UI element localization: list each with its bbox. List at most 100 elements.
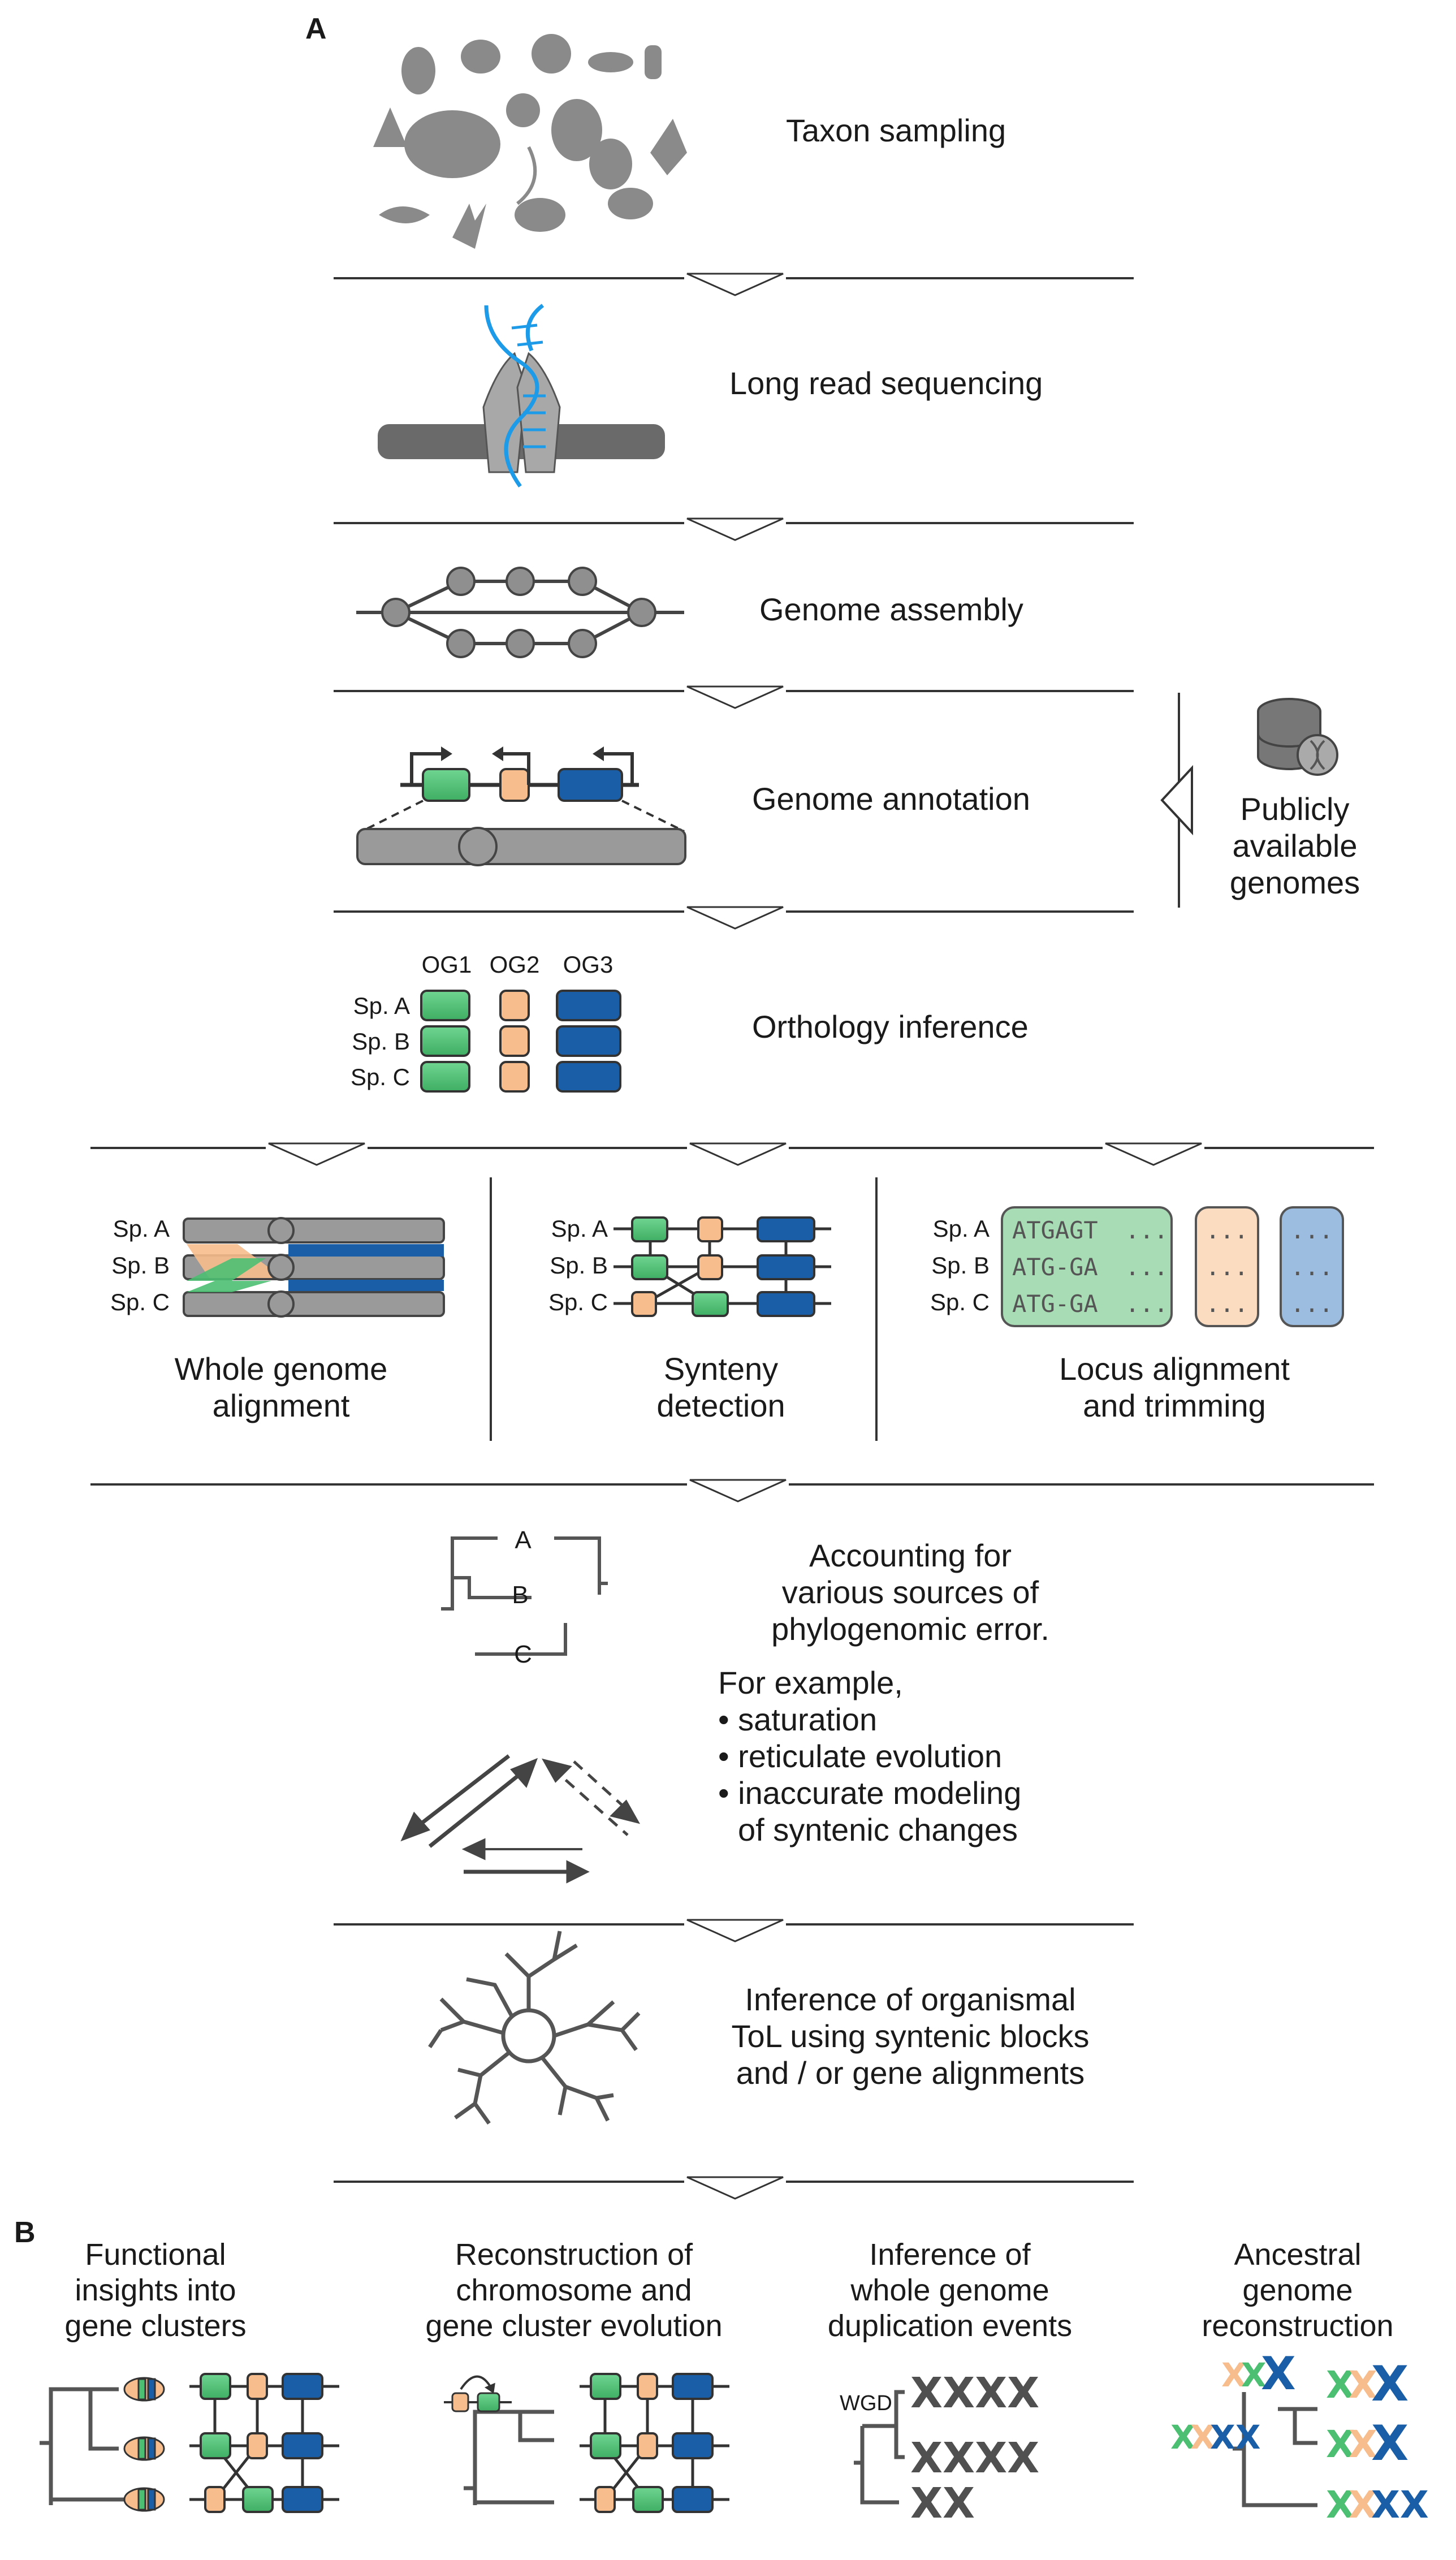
outcome-2-line2: chromosome and <box>456 2273 692 2307</box>
synteny-icon: Sp. A Sp. B Sp. C <box>548 1215 831 1317</box>
chromosome-icon: X <box>1221 2356 1247 2394</box>
species-label-c: Sp. C <box>351 1064 410 1090</box>
genome-annotation-icon <box>356 746 686 866</box>
chromosome-icon: XX <box>1210 2418 1260 2457</box>
outcome-1-line1: Functional <box>85 2238 226 2272</box>
error-example-3: • inaccurate modeling <box>718 1775 1021 1811</box>
chromosome-set-icon: XXXX <box>910 2369 1039 2417</box>
tree-taxon-b: B <box>512 1581 528 1609</box>
orthogroup-labels: OG1 OG2 OG3 <box>422 951 613 978</box>
seq-ellipsis: ... <box>1125 1216 1168 1244</box>
wga-species-b: Sp. B <box>111 1252 170 1279</box>
assembly-graph-icon <box>356 567 684 658</box>
method-synteny-line1: Synteny <box>664 1351 778 1387</box>
outcome-1-line2: insights into <box>75 2273 236 2307</box>
tree-abc-icon <box>441 1536 608 1656</box>
chromosome-set-icon: XXXX <box>910 2434 1039 2483</box>
chromosome-evolution-icon <box>444 2373 729 2513</box>
public-genomes-line1: Publicly <box>1241 791 1350 827</box>
method-wga-line1: Whole genome <box>175 1351 388 1387</box>
wga-species-a: Sp. A <box>113 1215 170 1242</box>
chromosome-icon: X <box>1261 2347 1296 2400</box>
chromosome-icon: XX <box>1371 2483 1429 2527</box>
syn-species-c: Sp. C <box>548 1289 608 1315</box>
outcome-3-line2: whole genome <box>850 2273 1049 2307</box>
outcome-4-line3: reconstruction <box>1202 2309 1393 2343</box>
og1-label: OG1 <box>422 951 472 978</box>
tree-taxon-a: A <box>515 1526 532 1554</box>
public-genomes-line3: genomes <box>1230 865 1360 900</box>
divider-three-way <box>90 1142 1374 1166</box>
divider <box>334 1919 1134 1942</box>
outcome-4-line2: genome <box>1242 2273 1353 2307</box>
chromosome-icon: X <box>1326 2483 1355 2527</box>
seq-ellipsis: ... <box>1290 1216 1333 1244</box>
seq-c: ATG-GA <box>1012 1290 1098 1318</box>
loc-species-b: Sp. B <box>931 1252 990 1279</box>
error-title-line1: Accounting for <box>809 1538 1012 1573</box>
og2-label: OG2 <box>490 951 540 978</box>
error-example-intro: For example, <box>718 1665 903 1700</box>
loc-species-a: Sp. A <box>933 1215 990 1242</box>
chromosome-icon: X <box>1326 2363 1355 2407</box>
locus-alignment-icon: Sp. A Sp. B Sp. C ATGAGT ATG-GA ATG-GA .… <box>930 1206 1344 1327</box>
seq-b: ATG-GA <box>1012 1253 1098 1281</box>
seq-ellipsis: ... <box>1290 1253 1333 1281</box>
species-label-a: Sp. A <box>353 992 410 1019</box>
step-genome-annotation: Genome annotation <box>752 781 1030 817</box>
wgd-label: WGD <box>840 2391 892 2415</box>
step-genome-assembly: Genome assembly <box>759 592 1023 627</box>
tol-line1: Inference of organismal <box>745 1981 1075 2017</box>
divider <box>334 273 1134 296</box>
panel-label-b: B <box>14 2216 36 2249</box>
divider <box>90 1479 1374 1503</box>
divider <box>334 685 1134 709</box>
seq-ellipsis: ... <box>1206 1216 1248 1244</box>
step-long-read-sequencing: Long read sequencing <box>729 365 1043 401</box>
chromosome-icon: X <box>1371 2415 1409 2472</box>
wga-species-c: Sp. C <box>110 1289 170 1315</box>
loc-species-c: Sp. C <box>930 1289 990 1315</box>
orthology-matrix: Sp. A Sp. B Sp. C <box>351 990 621 1093</box>
outcome-3-line1: Inference of <box>869 2238 1031 2272</box>
whole-genome-alignment-icon: Sp. A Sp. B Sp. C <box>110 1215 445 1318</box>
error-arrows-icon <box>400 1754 641 1884</box>
syn-species-b: Sp. B <box>550 1252 608 1279</box>
tol-line2: ToL using syntenic blocks <box>732 2018 1090 2054</box>
chromosome-icon: X <box>1349 2363 1377 2407</box>
side-branch-arrow-icon <box>1160 765 1193 836</box>
tol-line3: and / or gene alignments <box>736 2055 1085 2091</box>
chromosome-icon: X <box>1241 2356 1267 2394</box>
error-title-line2: various sources of <box>782 1574 1039 1610</box>
error-example-2: • reticulate evolution <box>718 1738 1002 1774</box>
ancestral-reconstruction-icon: X X X X X XX X X X X X X X X XX <box>1170 2347 1429 2527</box>
outcome-2-line3: gene cluster evolution <box>425 2309 722 2343</box>
seq-ellipsis: ... <box>1125 1253 1168 1281</box>
seq-ellipsis: ... <box>1125 1290 1168 1318</box>
outcome-3-line3: duplication events <box>828 2309 1072 2343</box>
seq-ellipsis: ... <box>1206 1253 1248 1281</box>
error-example-3b: of syntenic changes <box>738 1812 1018 1847</box>
step-taxon-sampling: Taxon sampling <box>786 113 1006 148</box>
species-label-b: Sp. B <box>352 1028 410 1055</box>
method-locus-line2: and trimming <box>1083 1388 1266 1423</box>
circular-tree-icon <box>428 1931 641 2125</box>
nanopore-icon <box>378 304 665 488</box>
taxon-silhouettes-icon <box>373 34 687 249</box>
divider <box>334 517 1134 541</box>
wgd-tree-icon: WGD XXXX XXXX XX <box>840 2369 1039 2528</box>
panel-label-a: A <box>305 12 327 45</box>
chromosome-icon: X <box>1349 2483 1377 2527</box>
chromosome-icon: X <box>1190 2418 1216 2457</box>
tree-taxon-c: C <box>514 1641 532 1668</box>
chromosome-set-icon: XX <box>910 2479 975 2528</box>
step-orthology-inference: Orthology inference <box>752 1009 1029 1044</box>
chromosome-icon: X <box>1349 2423 1377 2466</box>
database-icon <box>1257 698 1338 776</box>
outcome-2-line1: Reconstruction of <box>455 2238 693 2272</box>
error-example-1: • saturation <box>718 1702 877 1737</box>
seq-ellipsis: ... <box>1290 1290 1333 1318</box>
method-wga-line2: alignment <box>213 1388 350 1423</box>
chromosome-icon: X <box>1170 2418 1196 2457</box>
